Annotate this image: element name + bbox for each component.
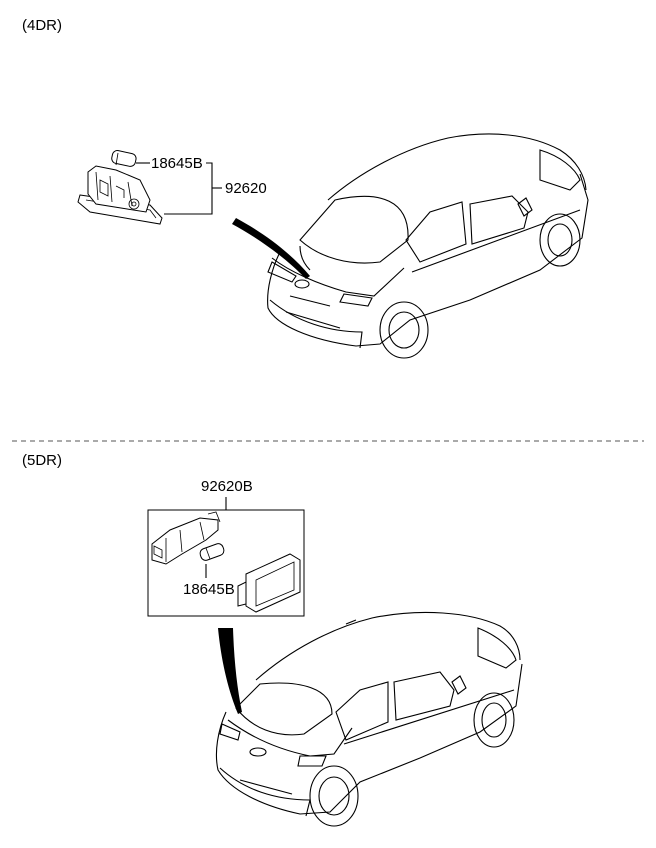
part-number-bulb-5dr: 18645B <box>183 581 235 598</box>
lamp-socket-5dr <box>151 511 221 565</box>
bulb-5dr <box>199 543 225 561</box>
part-number-lamp-5dr: 92620B <box>201 478 253 495</box>
part-number-bulb-4dr: 18645B <box>151 155 203 172</box>
vehicle-rear-view-4dr <box>267 133 589 359</box>
pointer-arrow-5dr <box>218 628 242 714</box>
bulb-4dr <box>111 150 137 167</box>
section-label-5dr: (5DR) <box>22 452 62 469</box>
lamp-assembly-4dr <box>77 165 163 225</box>
pointer-arrow-4dr <box>232 218 310 279</box>
section-label-4dr: (4DR) <box>22 17 62 34</box>
vehicle-rear-view-5dr <box>215 611 523 827</box>
part-number-lamp-4dr: 92620 <box>225 180 267 197</box>
lens-5dr <box>237 553 301 613</box>
